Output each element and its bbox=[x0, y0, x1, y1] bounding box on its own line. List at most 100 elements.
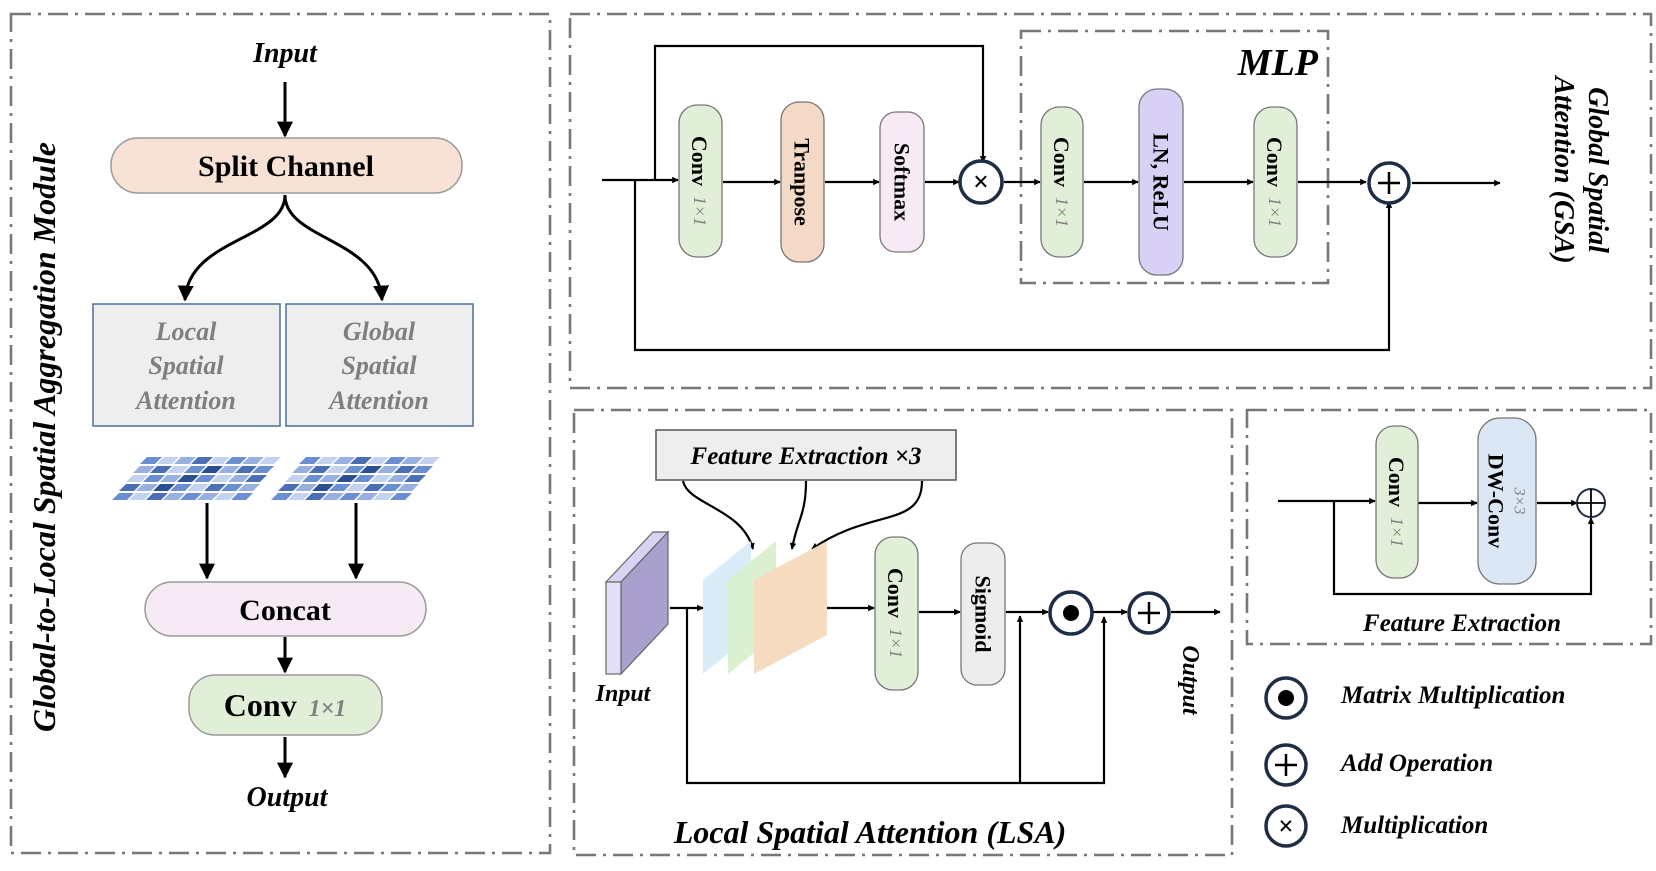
local-attention-line3: Attention bbox=[134, 386, 236, 415]
heatmap-cell bbox=[140, 457, 162, 464]
heatmap-cell bbox=[336, 475, 358, 482]
heatmap-cell bbox=[146, 493, 168, 500]
heatmap-cell bbox=[129, 493, 151, 500]
lsa-input-label: Input bbox=[595, 681, 652, 707]
fe-conv-text: Conv 1×1 bbox=[1385, 457, 1410, 547]
heatmap-cell bbox=[326, 466, 348, 473]
heatmap-cell bbox=[316, 457, 338, 464]
heatmap-cell bbox=[252, 466, 274, 473]
mlp-conv2-box: Conv 1×1 bbox=[1253, 106, 1298, 258]
heatmap-cell bbox=[411, 466, 433, 473]
gsa-transpose-box: Tranpose bbox=[780, 101, 825, 263]
heatmap-cell bbox=[367, 457, 389, 464]
heatmap-cell bbox=[112, 493, 134, 500]
heatmap-cell bbox=[201, 466, 223, 473]
heatmap-cell bbox=[350, 457, 372, 464]
heatmap-cell bbox=[360, 466, 382, 473]
lsa-input-tensor bbox=[604, 530, 670, 676]
sigmoid-label: Sigmoid bbox=[971, 575, 996, 652]
fe-conv-label: Conv bbox=[1385, 457, 1410, 507]
heatmap-cell bbox=[211, 475, 233, 482]
heatmap-cell bbox=[418, 457, 440, 464]
heatmap-cell bbox=[299, 457, 321, 464]
heatmap-cell bbox=[309, 466, 331, 473]
feature-map-stack bbox=[703, 541, 827, 674]
heatmap-cell bbox=[394, 466, 416, 473]
left-input-label: Input bbox=[252, 38, 318, 69]
fe-title: Feature Extraction bbox=[1362, 610, 1561, 637]
mlp-frame bbox=[1019, 29, 1330, 285]
global-attention-line2: Spatial bbox=[341, 351, 417, 380]
heatmap-cell bbox=[153, 484, 175, 491]
global-attention-heatmap bbox=[271, 457, 440, 500]
feature-extraction-x3-box: Feature Extraction ×3 bbox=[655, 429, 957, 481]
heatmap-cell bbox=[333, 457, 355, 464]
heatmap-cell bbox=[167, 466, 189, 473]
heatmap-cell bbox=[170, 484, 192, 491]
times-circle-icon bbox=[1264, 804, 1308, 848]
heatmap-cell bbox=[187, 484, 209, 491]
left-module-title: Global-to-Local Spatial Aggregation Modu… bbox=[26, 142, 62, 732]
heatmap-cell bbox=[377, 466, 399, 473]
heatmap-cell bbox=[404, 475, 426, 482]
heatmap-cell bbox=[373, 493, 395, 500]
gsa-conv-kernel: 1×1 bbox=[690, 196, 710, 226]
heatmap-cell bbox=[160, 475, 182, 482]
fe-arrow-1 bbox=[681, 480, 755, 550]
gsa-conv-text: Conv 1×1 bbox=[688, 136, 713, 226]
gsa-title-line1: Global Spatial bbox=[1582, 87, 1613, 253]
legend: Matrix Multiplication Add Operation × Mu… bbox=[1264, 676, 1565, 848]
dwconv-kernel: 3×3 bbox=[1511, 487, 1528, 515]
heatmap-cell bbox=[157, 457, 179, 464]
heatmap-cell bbox=[397, 484, 419, 491]
heatmap-cell bbox=[180, 493, 202, 500]
lsa-conv-box: Conv 1×1 bbox=[874, 536, 919, 691]
local-attention-heatmap bbox=[112, 457, 281, 500]
fe-skip-line bbox=[1332, 501, 1595, 596]
fe-arrow-3 bbox=[811, 480, 924, 550]
heatmap-cell bbox=[278, 484, 300, 491]
feature-extraction-frame bbox=[1245, 408, 1653, 646]
mlp-conv1-box: Conv 1×1 bbox=[1040, 106, 1084, 258]
heatmap-cell bbox=[242, 457, 264, 464]
heatmap-cell bbox=[143, 475, 165, 482]
legend-label-3: Multiplication bbox=[1340, 812, 1488, 839]
heatmap-cell bbox=[225, 457, 247, 464]
left-conv-text: Conv 1×1 bbox=[224, 687, 347, 723]
legend-label-1: Matrix Multiplication bbox=[1340, 682, 1565, 709]
dwconv-label: DW-Conv bbox=[1484, 454, 1509, 549]
heatmap-cell bbox=[302, 475, 324, 482]
heatmap-cell bbox=[231, 493, 253, 500]
gsa-top-skip-line bbox=[653, 44, 987, 179]
lsa-title: Local Spatial Attention (LSA) bbox=[673, 814, 1067, 850]
lsa-conv-text: Conv 1×1 bbox=[884, 568, 909, 658]
local-attention-line1: Local bbox=[155, 317, 217, 346]
heatmap-cell bbox=[184, 466, 206, 473]
heatmap-cell bbox=[136, 484, 158, 491]
mlp-title: MLP bbox=[1237, 42, 1319, 84]
heatmap-cell bbox=[218, 466, 240, 473]
fe-arrow-2 bbox=[789, 480, 808, 550]
legend-multiplication: × Multiplication bbox=[1264, 804, 1488, 848]
heatmap-cell bbox=[380, 484, 402, 491]
lsa-skip-line bbox=[685, 608, 1108, 785]
heatmap-cell bbox=[194, 475, 216, 482]
local-attention-line2: Spatial bbox=[148, 351, 224, 380]
lsa-conv-kernel: 1×1 bbox=[886, 628, 906, 658]
gsa-transpose-label: Tranpose bbox=[790, 138, 815, 226]
heatmap-cell bbox=[343, 466, 365, 473]
split-channel-box: Split Channel bbox=[110, 137, 463, 194]
heatmap-cell bbox=[177, 475, 199, 482]
heatmap-cell bbox=[119, 484, 141, 491]
gsa-add-node bbox=[1367, 161, 1411, 205]
heatmap-cell bbox=[305, 493, 327, 500]
gsa-softmax-label: Softmax bbox=[890, 143, 915, 221]
heatmap-cell bbox=[235, 466, 257, 473]
gsa-multiply-node: × bbox=[958, 159, 1004, 205]
heatmap-cell bbox=[295, 484, 317, 491]
multiply-glyph: × bbox=[973, 167, 989, 198]
heatmap-cell bbox=[191, 457, 213, 464]
ln-relu-label: LN, ReLU bbox=[1149, 133, 1174, 231]
heatmap-cell bbox=[197, 493, 219, 500]
